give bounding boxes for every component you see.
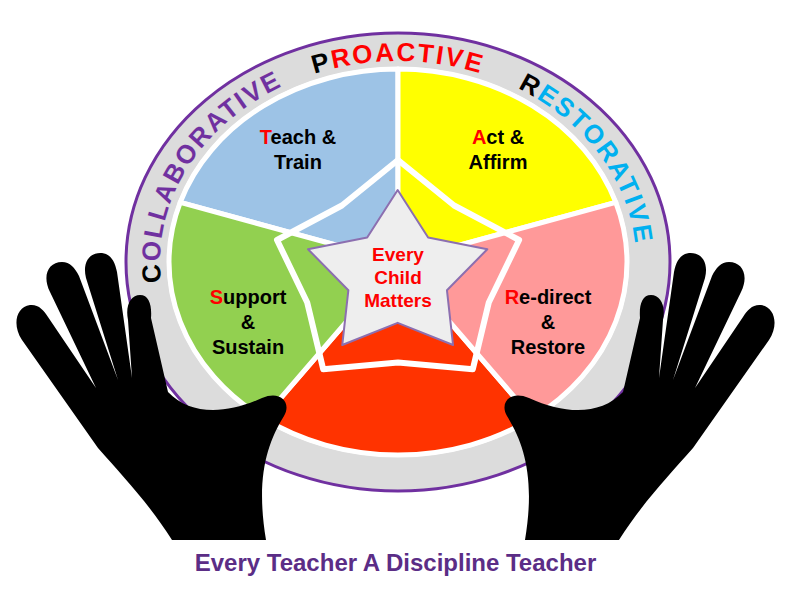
left-hand [16,253,286,540]
star-label: Every Child Matters [356,243,440,312]
label-group: Support & Sustain [203,285,293,360]
segment-label: Teach & Train [248,125,348,175]
ring-word: RESTORATIVE [515,67,659,246]
ring-word-path: COLLABORATIVE [136,64,287,284]
right-hand [504,253,774,540]
caption-text: Every Teacher A Discipline Teacher [0,549,791,577]
label-group: Act & Affirm [448,125,548,175]
segment-label: Act & Affirm [448,125,548,175]
inner-gap [167,67,629,457]
center-star: Every Child Matters [308,190,487,345]
label-group: Every Child Matters [356,243,440,312]
ring-word: PROACTIVE [308,37,488,80]
segment-label: Support & Sustain [203,285,293,360]
ring-word: COLLABORATIVE [136,64,287,284]
ring-word-path: RESTORATIVE [515,67,659,246]
segment-label: Re-direct & Restore [503,285,593,360]
label-group: Teach & Train [248,125,348,175]
star-outline [277,160,519,369]
star-shape [308,190,487,345]
ring-word-path: PROACTIVE [308,37,488,80]
label-group: Re-direct & Restore [503,285,593,360]
